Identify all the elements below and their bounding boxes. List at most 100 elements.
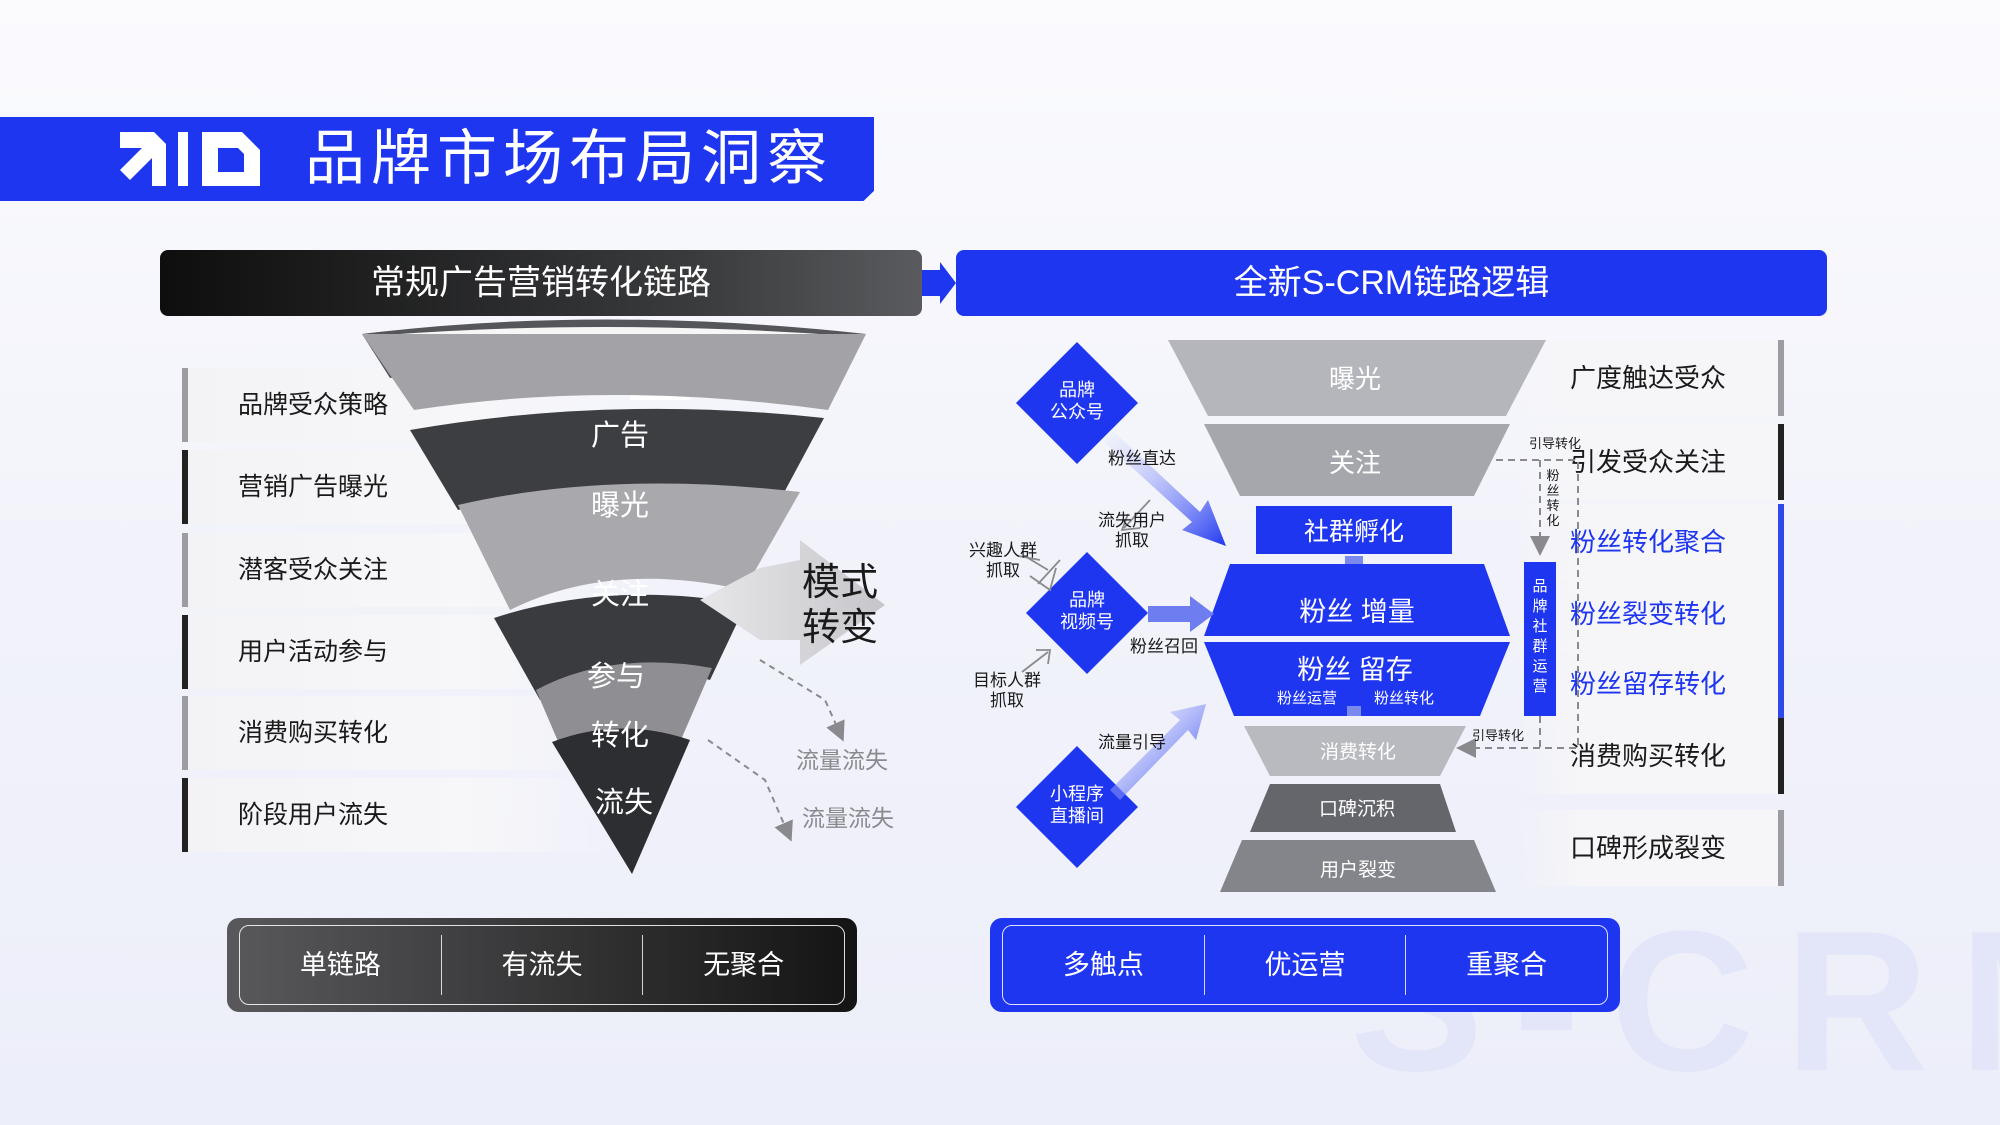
rf-fan-growth <box>1204 564 1510 636</box>
summary-no-aggregation: 无聚合 <box>703 950 785 980</box>
svg-text:视频号: 视频号 <box>1060 612 1114 632</box>
right-funnel: 曝光 关注 社群孵化 粉丝 增量 粉丝 留存 粉丝运营 粉丝转化 消费转化 口碑… <box>1168 340 1546 892</box>
svg-text:群: 群 <box>1532 638 1547 655</box>
svg-text:品牌: 品牌 <box>1069 590 1105 610</box>
summary-optimized-ops: 优运营 <box>1205 935 1407 995</box>
funnel-layer-attention <box>458 483 800 610</box>
funnel-label-participate: 参与 <box>587 660 645 693</box>
loss-arrow-1 <box>759 659 845 742</box>
funnel-layer-exposure <box>410 408 824 510</box>
rf-incubation-label: 社群孵化 <box>1304 518 1404 546</box>
result-purchase: 消费购买转化 <box>1518 718 1784 794</box>
label-lost-capture-1: 流失用户 <box>1098 511 1166 530</box>
page-title: 品牌市场布局洞察 <box>305 125 833 192</box>
svg-text:运: 运 <box>1532 658 1547 675</box>
svg-text:品牌: 品牌 <box>1059 380 1095 400</box>
guide-line-outer <box>1496 459 1579 749</box>
flow-arrow-direct <box>1104 430 1226 546</box>
rf-incubation <box>1256 506 1452 554</box>
brand-logo-icon <box>120 132 260 186</box>
svg-text:品: 品 <box>1532 578 1547 595</box>
mode-shift-text-2: 转变 <box>802 607 878 649</box>
label-traffic-guide: 流量引导 <box>1098 733 1166 752</box>
stage-purchase-conversion: 消费购买转化 <box>182 696 618 770</box>
loss-arrow-2 <box>707 739 793 842</box>
result-fan-retention: 粉丝留存转化 <box>1518 646 1784 722</box>
funnel-label-exposure: 曝光 <box>591 489 649 522</box>
capture-arrow-lost-2 <box>1120 499 1151 532</box>
rf-fission-label: 用户裂变 <box>1320 859 1396 881</box>
result-fan-aggregation: 粉丝转化聚合 <box>1518 504 1784 580</box>
label-fan-direct: 粉丝直达 <box>1108 449 1176 468</box>
funnel-layer-participate <box>494 594 746 700</box>
fan-convert-vertical-label: 粉 丝 转 化 <box>1546 468 1559 528</box>
funnel-label-convert: 转化 <box>591 719 649 752</box>
svg-text:营: 营 <box>1532 678 1547 695</box>
svg-text:丝: 丝 <box>1546 483 1559 498</box>
label-target-capture-1: 目标人群 <box>973 671 1041 690</box>
svg-text:公众号: 公众号 <box>1050 402 1104 422</box>
rf-reputation-label: 口碑沉积 <box>1319 798 1395 820</box>
rf-fan-ops-label: 粉丝运营 <box>1277 690 1337 707</box>
flow-arrow-traffic <box>1110 704 1206 800</box>
right-summary-bar: 多触点 优运营 重聚合 <box>990 918 1620 1012</box>
loss-label-2: 流量流失 <box>802 805 894 831</box>
rf-consume <box>1244 726 1466 776</box>
rf-fission <box>1220 840 1496 892</box>
rf-fan-retention-label: 粉丝 留存 <box>1297 655 1413 685</box>
label-target-capture-2: 抓取 <box>990 691 1024 710</box>
source-video-account: 品牌 视频号 <box>1026 552 1148 674</box>
svg-text:粉: 粉 <box>1546 468 1559 483</box>
svg-text:直播间: 直播间 <box>1050 806 1104 826</box>
guide-convert-top-label: 引导转化 <box>1529 436 1581 451</box>
svg-text:社: 社 <box>1532 618 1547 635</box>
left-summary-bar: 单链路 有流失 无聚合 <box>227 918 857 1012</box>
capture-arrow-target <box>1021 649 1052 673</box>
result-fan-fission: 粉丝裂变转化 <box>1518 576 1784 652</box>
flow-arrow-recall <box>1148 596 1214 632</box>
rf-exposure-label: 曝光 <box>1329 364 1381 394</box>
svg-text:小程序: 小程序 <box>1050 784 1104 804</box>
stage-user-churn: 阶段用户流失 <box>182 778 618 852</box>
capture-arrow-interest <box>1017 555 1049 571</box>
summary-re-aggregation: 重聚合 <box>1466 950 1548 980</box>
rf-fan-conversion-label: 粉丝转化 <box>1374 690 1434 707</box>
source-miniprogram-live: 小程序 直播间 <box>1016 746 1138 868</box>
loss-label-1: 流量流失 <box>796 747 888 773</box>
rf-attention-label: 关注 <box>1329 448 1381 478</box>
funnel-label-ad: 广告 <box>591 419 649 452</box>
mode-shift-arrow <box>700 540 885 665</box>
funnel-label-attention: 关注 <box>591 578 649 611</box>
right-header: 全新S-CRM链路逻辑 <box>956 250 1827 316</box>
community-ops-text: 品 牌 社 群 运 营 <box>1532 578 1547 695</box>
rf-fan-growth-label: 粉丝 增量 <box>1299 597 1415 627</box>
summary-single-chain: 单链路 <box>240 935 442 995</box>
rf-fan-retention <box>1204 642 1510 716</box>
result-word-of-mouth: 口碑形成裂变 <box>1518 810 1784 886</box>
label-interest-capture-1: 兴趣人群 <box>969 541 1037 560</box>
left-funnel: 广告 曝光 关注 参与 转化 流失 <box>362 319 866 874</box>
mode-shift-text-1: 模式 <box>802 562 878 604</box>
label-fan-recall: 粉丝召回 <box>1130 637 1198 656</box>
funnel-label-churn: 流失 <box>595 786 653 819</box>
capture-arrow-lost <box>1029 559 1061 592</box>
rf-reputation <box>1250 784 1456 832</box>
svg-text:转: 转 <box>1546 498 1559 513</box>
left-header: 常规广告营销转化链路 <box>160 250 922 316</box>
community-ops-bar <box>1524 562 1556 716</box>
rf-consume-label: 消费转化 <box>1320 741 1396 763</box>
label-interest-capture-2: 抓取 <box>986 561 1020 580</box>
source-official-account: 品牌 公众号 <box>1016 342 1138 464</box>
header-connector-arrow <box>922 262 956 304</box>
rf-exposure <box>1168 340 1546 416</box>
guide-convert-bottom-label: 引导转化 <box>1472 728 1524 743</box>
rf-down-arrow-2 <box>1347 706 1361 716</box>
result-attention: 引发受众关注 <box>1518 424 1784 500</box>
result-broad-reach: 广度触达受众 <box>1518 340 1784 416</box>
label-lost-capture-2: 抓取 <box>1115 531 1149 550</box>
funnel-layer-churn <box>552 728 690 874</box>
summary-has-loss: 有流失 <box>442 935 644 995</box>
svg-text:化: 化 <box>1546 513 1559 528</box>
svg-text:牌: 牌 <box>1532 598 1547 615</box>
